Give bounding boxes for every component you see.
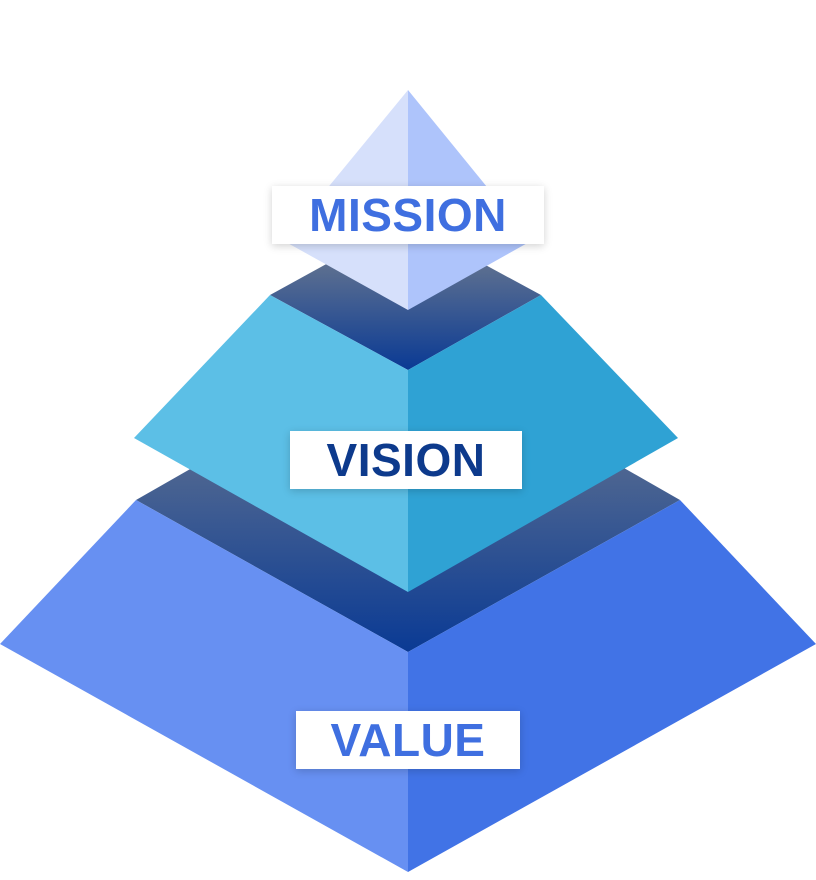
vision-label: VISION: [290, 431, 522, 489]
value-label: VALUE: [296, 711, 520, 769]
mission-label: MISSION: [272, 186, 544, 244]
vision-label-text: VISION: [326, 434, 486, 486]
value-label-text: VALUE: [330, 714, 486, 766]
vision-right-face: [408, 295, 678, 592]
value-left-face: [0, 500, 408, 872]
mission-label-text: MISSION: [309, 189, 507, 241]
vision-tier: [134, 262, 678, 592]
vision-band: [270, 262, 541, 370]
vision-left-face: [134, 295, 408, 592]
value-right-face: [408, 500, 816, 872]
